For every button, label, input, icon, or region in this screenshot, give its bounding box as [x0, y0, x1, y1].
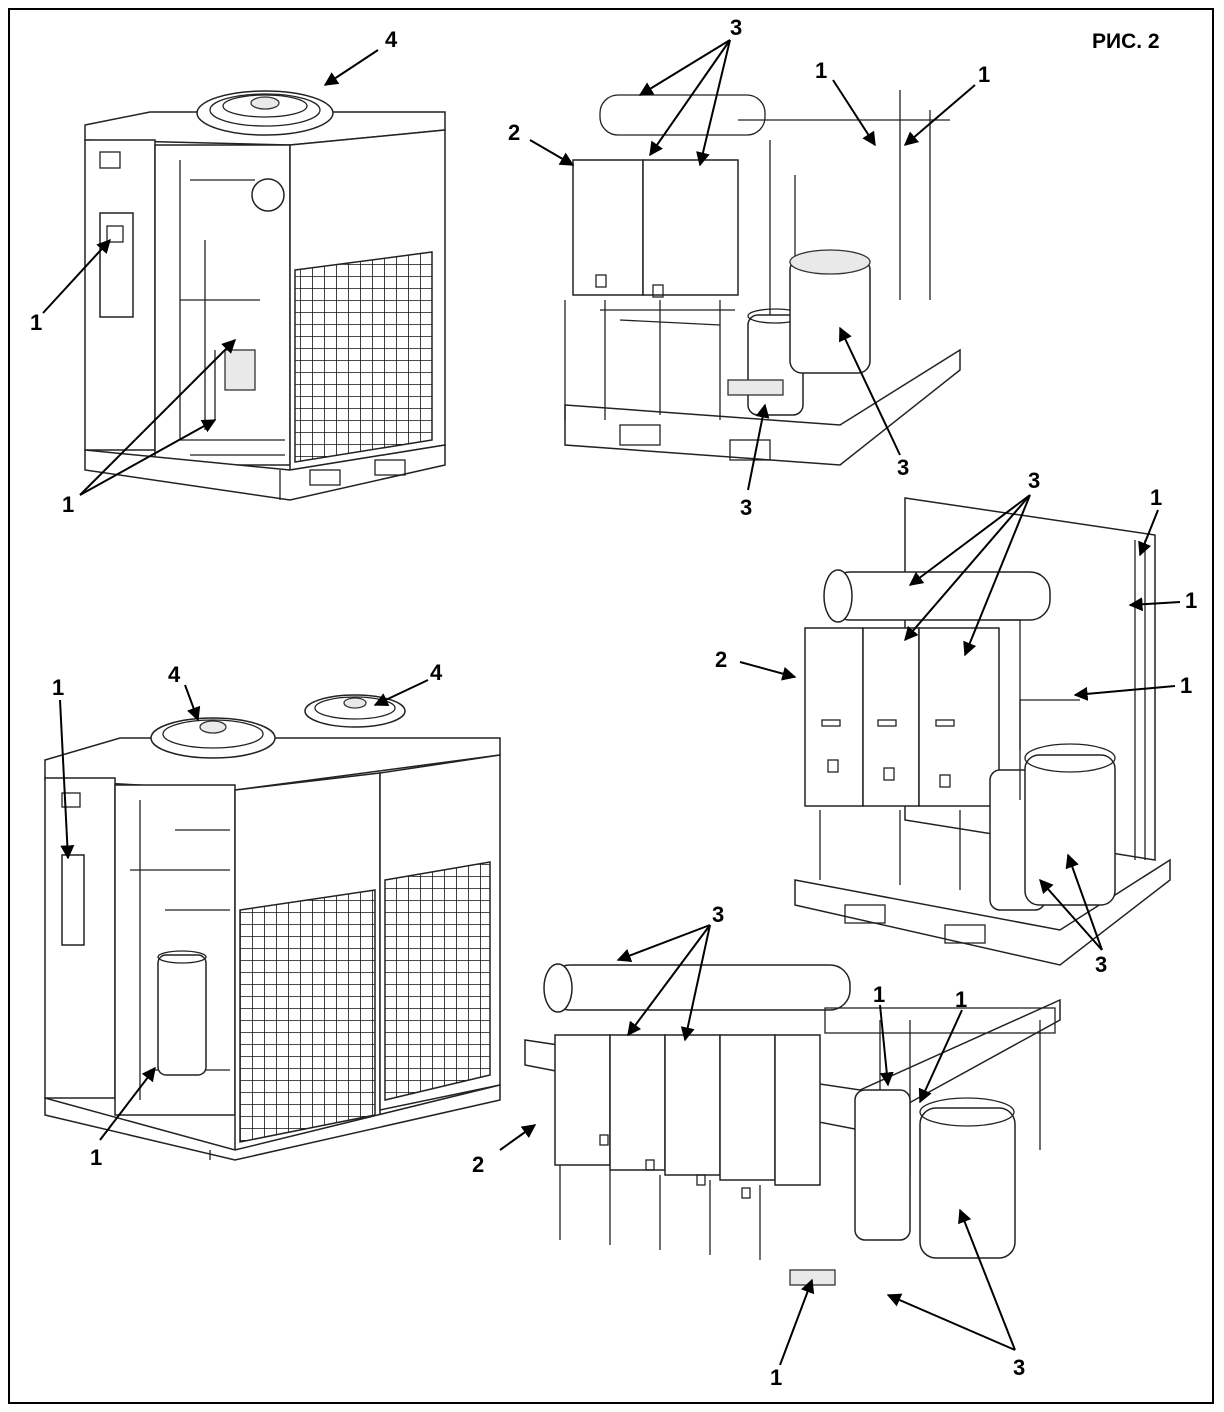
- callout-1-b2: 1: [978, 62, 990, 87]
- callout-4-d2: 4: [430, 660, 443, 685]
- figure-title: РИС. 2: [1092, 30, 1160, 53]
- callout-1-a1: 1: [30, 310, 42, 335]
- callout-leaders: [42, 39, 1181, 1366]
- callout-4-a: 4: [385, 27, 398, 52]
- callout-1-e1: 1: [873, 982, 885, 1007]
- dryer-frame-five-cell: [524, 963, 1061, 1286]
- figure-frame: [8, 8, 1214, 1404]
- callout-1-b1: 1: [815, 58, 827, 83]
- callout-3-c2: 3: [1095, 952, 1107, 977]
- callout-2-e: 2: [472, 1152, 484, 1177]
- callout-3-c1: 3: [1028, 468, 1040, 493]
- callout-1-e2: 1: [955, 987, 967, 1012]
- callout-3-e2: 3: [1013, 1355, 1025, 1380]
- dryer-frame-two-cell: [564, 90, 961, 466]
- callout-1-c3: 1: [1180, 673, 1192, 698]
- callout-3-e1: 3: [712, 902, 724, 927]
- callout-2-b: 2: [508, 120, 520, 145]
- callout-4-d1: 4: [168, 662, 181, 687]
- callout-2-c: 2: [715, 647, 727, 672]
- callout-1-c2: 1: [1185, 588, 1197, 613]
- callout-3-b1: 3: [730, 15, 742, 40]
- dryer-unit-small: [84, 90, 446, 501]
- callout-1-d2: 1: [90, 1145, 102, 1170]
- callout-1-c1: 1: [1150, 485, 1162, 510]
- dryer-frame-three-cell: [794, 497, 1171, 966]
- callout-labels: 4 1 1 2 3 1 1 3 3 3 1 1 1 2 3 1 4 4 1 3 …: [30, 15, 1197, 1390]
- callout-1-e3: 1: [770, 1365, 782, 1390]
- callout-3-b2: 3: [740, 495, 752, 520]
- dryer-unit-large: [44, 694, 501, 1161]
- callout-1-a2: 1: [62, 492, 74, 517]
- callout-3-b3: 3: [897, 455, 909, 480]
- callout-1-d1: 1: [52, 675, 64, 700]
